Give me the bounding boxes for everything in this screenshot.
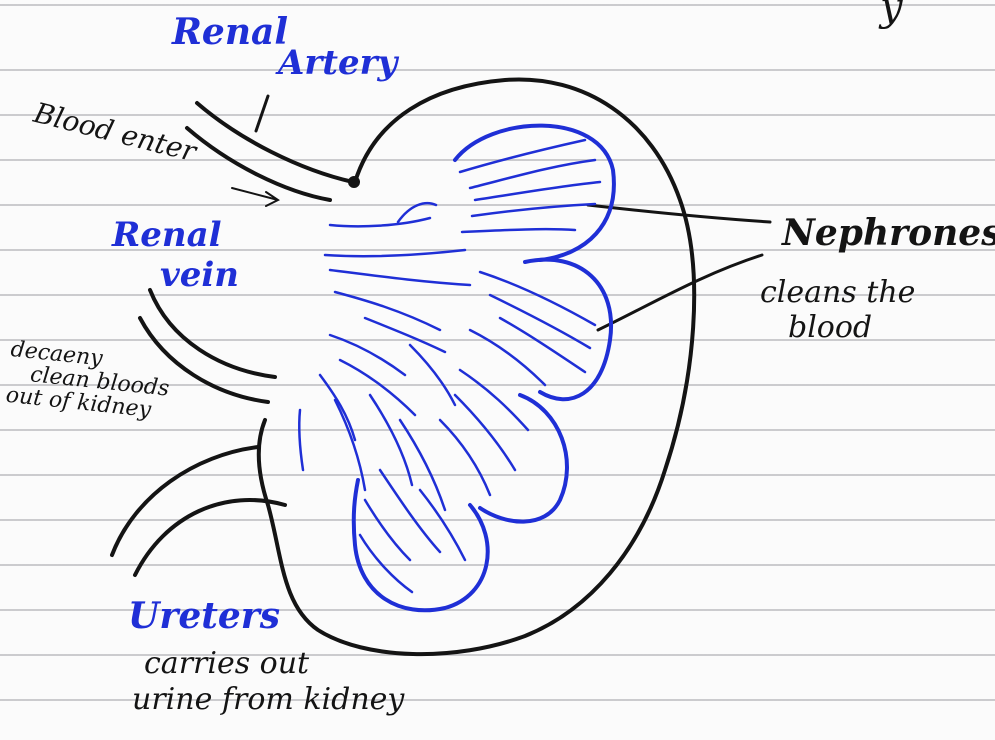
ureters-note: carries out urine from kidney bbox=[132, 646, 404, 718]
renal-vein-label-2: vein bbox=[160, 258, 239, 294]
nephron-lobe-4 bbox=[354, 480, 488, 610]
nephrones-label: Nephrones bbox=[782, 215, 995, 253]
ureters-note-line-1: carries out bbox=[132, 646, 404, 682]
nephron-lobe-3 bbox=[480, 395, 567, 522]
nephrones-note-line-2: blood bbox=[760, 311, 915, 346]
nephron-strands bbox=[299, 140, 600, 592]
blood-flow-arrow bbox=[232, 188, 278, 206]
renal-artery bbox=[187, 103, 358, 200]
top-edge-fragment: y bbox=[880, 0, 903, 28]
kidney-outline bbox=[259, 79, 694, 654]
renal-artery-label-1: Renal bbox=[172, 14, 288, 52]
nephrones-note: cleans the blood bbox=[760, 276, 915, 345]
nephrones-note-line-1: cleans the bbox=[760, 276, 915, 311]
ureters-label: Ureters bbox=[128, 598, 280, 636]
nephron-lobe-1 bbox=[455, 126, 614, 260]
renal-artery-label-2: Artery bbox=[278, 46, 397, 82]
renal-vein-label-1: Renal bbox=[112, 218, 222, 254]
ureters-note-line-2: urine from kidney bbox=[132, 682, 404, 718]
